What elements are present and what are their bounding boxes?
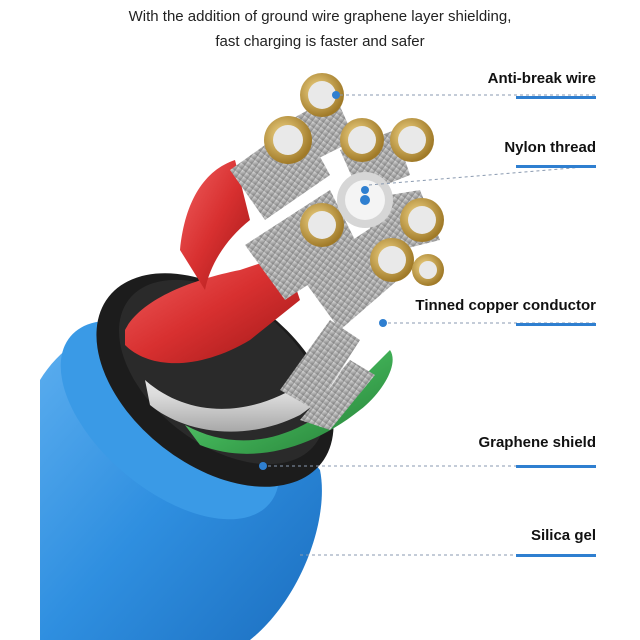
- leader-nylon-thread: [368, 165, 597, 186]
- underline-tinned-copper-conductor: [516, 323, 596, 326]
- label-silica-gel: Silica gel: [530, 527, 596, 544]
- headline-line-2: fast charging is faster and safer: [215, 33, 425, 50]
- underline-anti-break-wire: [516, 96, 596, 99]
- underline-graphene-shield: [516, 465, 596, 468]
- headline: With the addition of ground wire graphen…: [0, 4, 640, 54]
- label-tinned-copper-conductor: Tinned copper conductor: [415, 297, 596, 314]
- label-nylon-thread: Nylon thread: [504, 139, 596, 156]
- wire-end-caps: [264, 73, 444, 286]
- green-wire: [185, 350, 393, 454]
- underline-nylon-thread: [516, 165, 596, 168]
- underline-silica-gel: [516, 554, 596, 557]
- marker-nylon-thread: [361, 186, 369, 194]
- white-wire: [145, 320, 360, 432]
- label-graphene-shield: Graphene shield: [478, 434, 596, 451]
- red-wire-upper: [180, 160, 250, 290]
- red-wire-lower: [125, 255, 300, 364]
- callout-markers: [259, 91, 387, 470]
- marker-tinned-copper: [379, 319, 387, 327]
- label-anti-break-wire: Anti-break wire: [487, 70, 596, 87]
- headline-line-1: With the addition of ground wire graphen…: [128, 8, 512, 25]
- marker-graphene-shield: [259, 462, 267, 470]
- marker-anti-break-wire: [332, 91, 340, 99]
